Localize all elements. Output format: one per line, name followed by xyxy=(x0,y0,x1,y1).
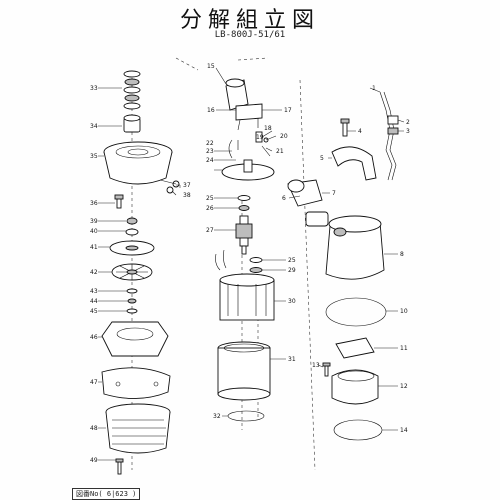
part-30-stator xyxy=(215,249,275,321)
part-26-washer xyxy=(238,205,250,211)
label-17: 17 xyxy=(284,107,292,114)
label-26: 26 xyxy=(206,205,214,212)
label-34: 34 xyxy=(90,123,98,130)
label-20: 20 xyxy=(280,133,288,140)
label-27: 27 xyxy=(206,227,214,234)
label-36: 36 xyxy=(90,200,98,207)
part-3-clamp xyxy=(387,127,399,135)
part-10-o-ring xyxy=(325,297,387,327)
part-24-switch-base xyxy=(221,159,275,181)
part-31-motor-housing xyxy=(217,341,271,401)
label-23: 23 xyxy=(206,148,214,155)
label-46: 46 xyxy=(90,334,98,341)
label-18: 18 xyxy=(264,125,272,132)
part-29-bearing xyxy=(249,267,263,273)
part-39-nut xyxy=(126,217,138,225)
model-number: LB-800J-51/61 xyxy=(214,30,286,40)
label-7: 7 xyxy=(332,190,336,197)
leader-lines xyxy=(98,67,405,461)
label-45: 45 xyxy=(90,308,98,315)
part-48-strainer xyxy=(105,403,171,454)
part-7-discharge-elbow xyxy=(287,179,323,207)
label-10: 10 xyxy=(400,308,408,315)
label-25a: 25 xyxy=(206,195,214,202)
label-25b: 25 xyxy=(288,257,296,264)
label-22: 22 xyxy=(206,140,214,147)
drawing-number-box: 図番No( 6|623 ) xyxy=(72,488,141,500)
label-42: 42 xyxy=(90,269,98,276)
label-38: 38 xyxy=(183,192,191,199)
part-35-upper-cover xyxy=(103,141,173,185)
label-32: 32 xyxy=(213,413,221,420)
label-24: 24 xyxy=(206,157,214,164)
label-6: 6 xyxy=(282,195,286,202)
label-12: 12 xyxy=(400,383,408,390)
part-44-nut xyxy=(127,298,137,304)
part-8-motor-frame xyxy=(325,215,385,280)
part-4-bolt xyxy=(340,118,350,137)
label-31: 31 xyxy=(288,356,296,363)
label-8: 8 xyxy=(400,251,404,258)
label-39: 39 xyxy=(90,218,98,225)
label-30: 30 xyxy=(288,298,296,305)
part-17-bracket xyxy=(235,103,263,131)
label-44: 44 xyxy=(90,298,98,305)
part-5-handle xyxy=(331,146,377,181)
label-37: 37 xyxy=(183,182,191,189)
part-27-rotor-shaft xyxy=(235,215,253,255)
part-40-washer xyxy=(125,228,139,236)
part-46-pump-casing xyxy=(101,321,169,357)
part-12-oil-casing xyxy=(331,369,379,405)
label-47: 47 xyxy=(90,379,98,386)
label-19: 19 xyxy=(256,134,264,141)
part-37-38-screws xyxy=(159,179,180,194)
part-11-plate xyxy=(335,337,375,359)
right-assembly-axis xyxy=(299,79,316,471)
part-28-washer xyxy=(249,257,263,263)
label-14: 14 xyxy=(400,427,408,434)
label-41: 41 xyxy=(90,244,98,251)
part-15-capacitor xyxy=(225,78,249,111)
label-16: 16 xyxy=(207,107,215,114)
label-35: 35 xyxy=(90,153,98,160)
part-33-washer-stack xyxy=(123,70,141,110)
label-15: 15 xyxy=(207,63,215,70)
label-43: 43 xyxy=(90,288,98,295)
part-25-washer xyxy=(237,195,251,201)
part-43-washer xyxy=(126,288,138,294)
part-47-plate xyxy=(101,367,171,399)
label-48: 48 xyxy=(90,425,98,432)
label-33: 33 xyxy=(90,85,98,92)
part-45-cap xyxy=(126,308,138,314)
label-49: 49 xyxy=(90,457,98,464)
label-5: 5 xyxy=(320,155,324,162)
part-13-screw xyxy=(322,362,331,377)
label-11: 11 xyxy=(400,345,408,352)
label-40: 40 xyxy=(90,228,98,235)
label-3: 3 xyxy=(406,128,410,135)
label-13: 13 xyxy=(312,362,320,369)
label-21: 21 xyxy=(276,148,284,155)
part-14-ring xyxy=(333,419,383,441)
label-1: 1 xyxy=(372,85,376,92)
label-29: 29 xyxy=(288,267,296,274)
part-34-bushing xyxy=(123,114,141,133)
part-36-bolt xyxy=(114,194,124,209)
label-2: 2 xyxy=(406,119,410,126)
part-1-cable xyxy=(379,91,397,181)
part-49-screw xyxy=(115,458,124,475)
diagram-title: 分解組立図 xyxy=(179,8,320,33)
part-32-o-ring xyxy=(227,410,265,422)
part-9-gasket xyxy=(305,211,329,227)
part-42-impeller xyxy=(111,263,153,281)
part-2-cable-gland xyxy=(387,115,399,125)
label-4: 4 xyxy=(358,128,362,135)
part-22-23-wires xyxy=(228,139,239,159)
part-41-disc xyxy=(109,240,155,256)
